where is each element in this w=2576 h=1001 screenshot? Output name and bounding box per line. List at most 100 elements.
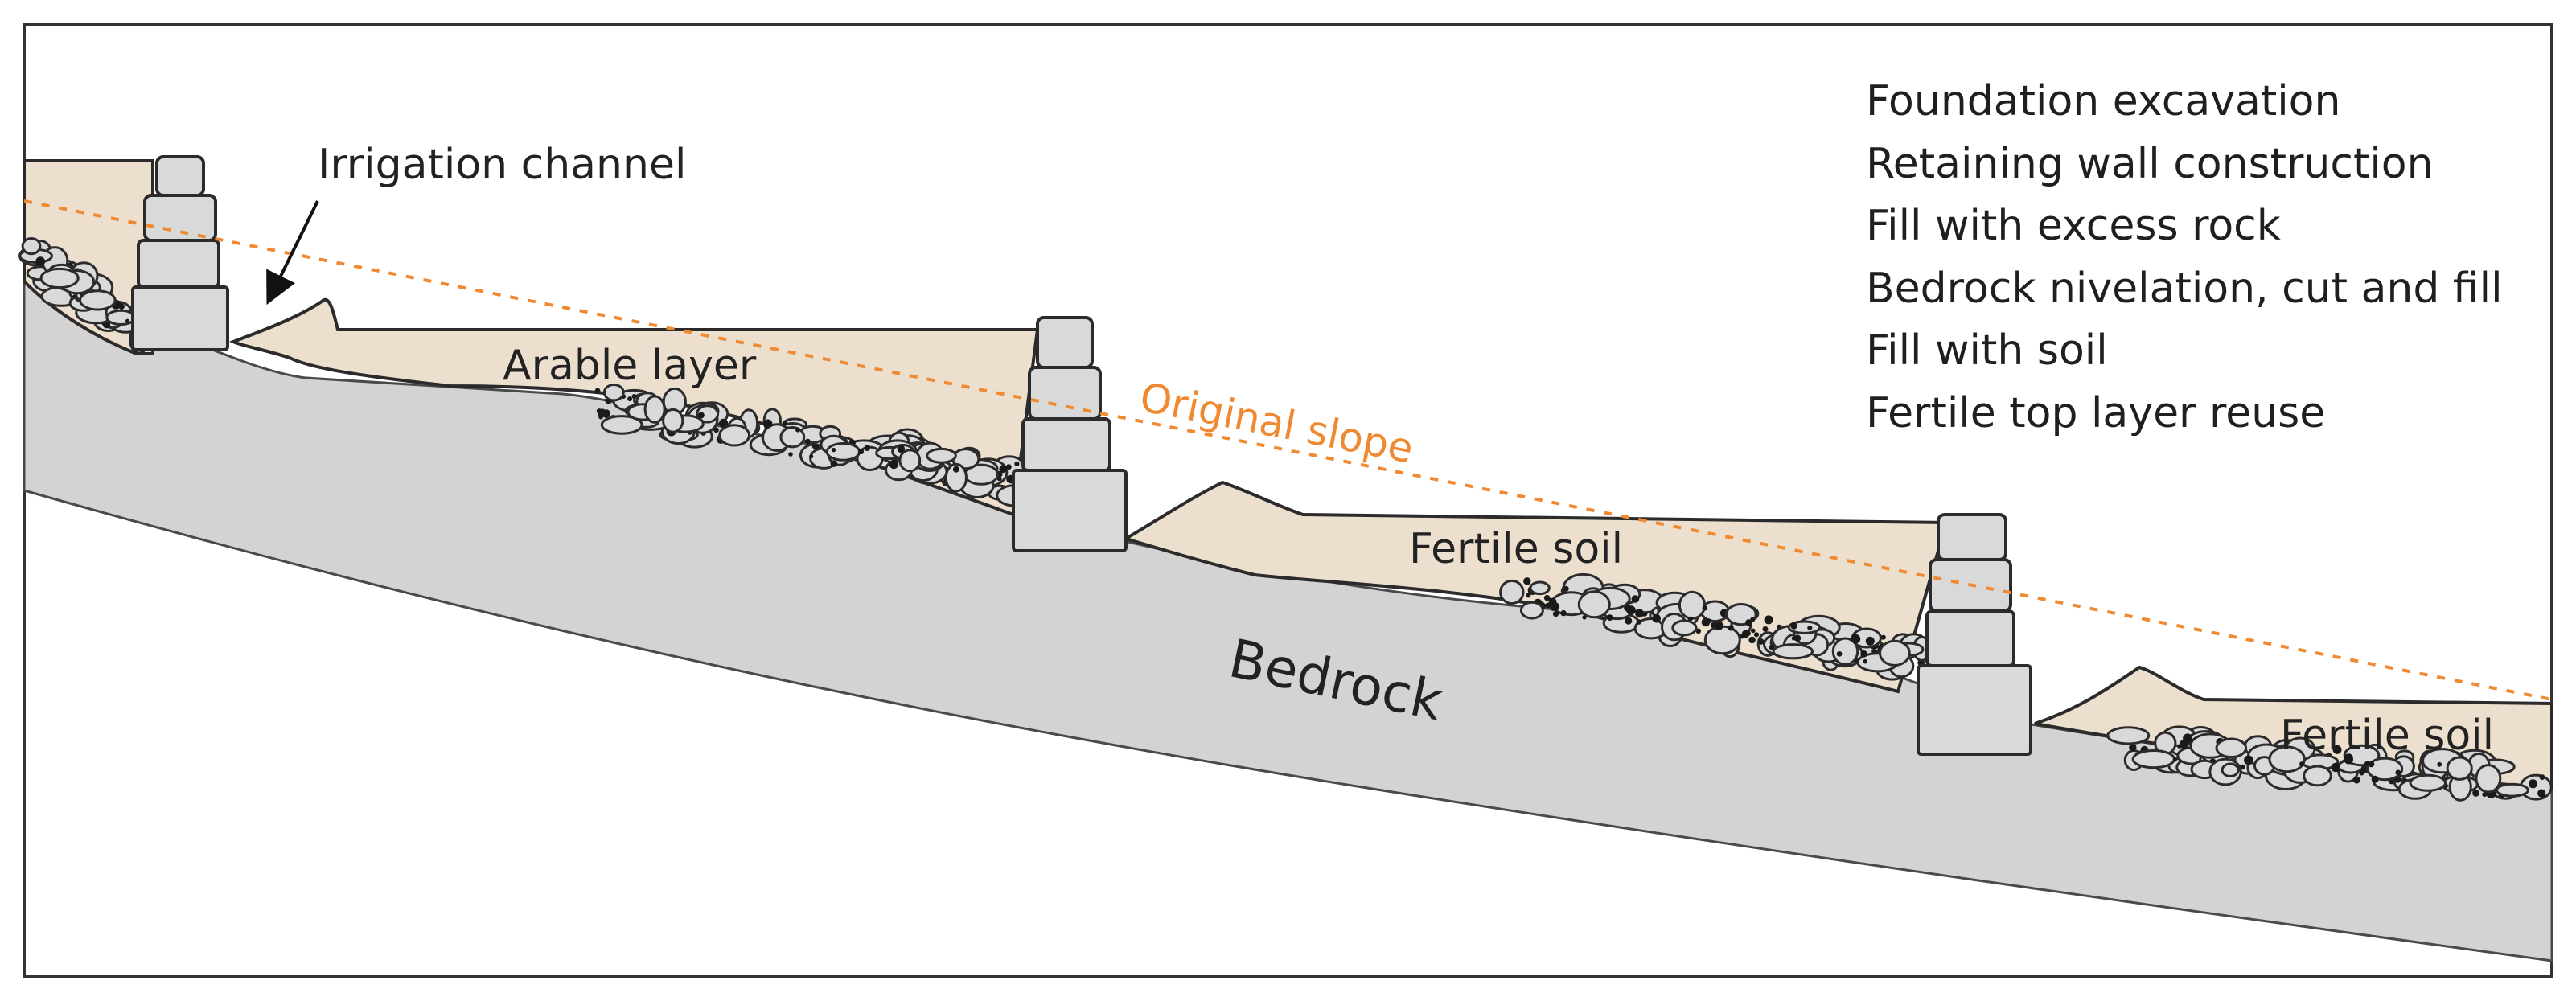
gravel-dot: [2332, 745, 2342, 754]
gravel-dot: [889, 459, 899, 470]
gravel-dot: [1807, 625, 1813, 630]
gravel-dot: [1523, 577, 1531, 585]
arable-layer-label: Arable layer: [503, 342, 757, 390]
rubble-fill-3: [1499, 572, 1932, 681]
construction-step: Fill with excess rock: [1866, 202, 2281, 250]
gravel-dot: [1706, 618, 1711, 624]
gravel-dot: [952, 466, 959, 473]
gravel-dot: [2183, 733, 2193, 744]
gravel-dot: [2344, 753, 2353, 763]
original-slope-label: Original slope: [1136, 374, 1417, 473]
rubble-fill-2: [594, 384, 1033, 507]
rubble-stone: [1678, 590, 1707, 620]
gravel-dot: [1687, 616, 1693, 622]
gravel-dot: [1751, 628, 1756, 634]
gravel-dot: [999, 465, 1008, 474]
rubble-stone: [600, 415, 643, 435]
fertile-soil-label-2: Fertile soil: [2280, 712, 2494, 760]
gravel-dot: [1702, 605, 1708, 611]
gravel-dot: [1625, 617, 1633, 625]
gravel-dot: [1836, 651, 1843, 657]
gravel-dot: [1769, 644, 1775, 650]
rubble-stone: [662, 408, 684, 433]
gravel-dot: [805, 438, 811, 445]
gravel-dot: [1880, 634, 1886, 640]
rubble-stone: [602, 384, 625, 402]
irrigation-arrow: [266, 200, 319, 306]
gravel-dot: [2352, 776, 2360, 784]
gravel-dot: [1863, 658, 1868, 664]
retaining-wall-1: [131, 155, 229, 351]
gravel-dot: [830, 460, 838, 467]
gravel-dot: [1014, 461, 1020, 467]
gravel-dot: [2368, 761, 2375, 768]
gravel-dot: [2244, 755, 2253, 765]
gravel-dot: [1548, 597, 1557, 606]
gravel-dot: [788, 452, 793, 457]
gravel-dot: [795, 427, 800, 433]
rubble-stone: [718, 424, 750, 447]
gravel-dot: [2537, 789, 2546, 798]
gravel-dot: [1635, 609, 1644, 618]
rubble-stone: [898, 449, 922, 473]
gravel-dot: [1545, 602, 1551, 609]
gravel-dot: [857, 449, 865, 455]
rubble-stone: [39, 267, 80, 289]
rubble-stone: [1772, 643, 1814, 660]
retaining-wall-3: [1917, 513, 2032, 756]
gravel-dot: [2172, 757, 2177, 762]
gravel-dot: [2482, 792, 2488, 798]
gravel-dot: [1748, 636, 1756, 644]
gravel-dot: [602, 409, 610, 418]
rubble-stone: [79, 289, 117, 311]
gravel-dot: [1631, 595, 1640, 603]
rubble-stone: [21, 237, 42, 256]
construction-step: Bedrock nivelation, cut and fill: [1866, 265, 2503, 313]
gravel-dot: [1764, 615, 1773, 625]
gravel-dot: [1865, 636, 1875, 646]
gravel-dot: [594, 388, 601, 394]
gravel-dot: [713, 427, 719, 433]
rubble-stone: [779, 426, 806, 449]
gravel-dot: [2539, 774, 2545, 780]
gravel-dot: [1560, 609, 1567, 617]
gravel-dot: [1543, 594, 1551, 601]
gravel-dot: [809, 454, 814, 459]
rubble-stone: [2446, 756, 2473, 781]
gravel-dot: [719, 418, 729, 429]
gravel-dot: [631, 394, 637, 399]
rubble-stone: [2366, 757, 2404, 782]
original-slope-line: [23, 199, 2553, 701]
rubble-stone: [1577, 590, 1611, 619]
irrigation-channel-label: Irrigation channel: [318, 141, 686, 189]
gravel-dot: [783, 421, 787, 425]
gravel-dot: [2437, 761, 2442, 767]
retaining-wall-2: [1012, 316, 1128, 552]
rubble-stone: [1519, 601, 1544, 620]
gravel-dot: [2129, 744, 2137, 752]
rubble-stone: [1499, 579, 1525, 605]
gravel-dot: [1636, 619, 1642, 625]
rubble-stone: [1529, 580, 1551, 596]
gravel-dot: [1790, 622, 1797, 630]
rubble-stone: [2221, 762, 2240, 777]
fertile-soil-label-1: Fertile soil: [1409, 525, 1623, 573]
gravel-dot: [1750, 617, 1756, 622]
gravel-dot: [1728, 625, 1734, 631]
bedrock-layer: [23, 279, 2553, 962]
gravel-dot: [897, 445, 906, 453]
gravel-dot: [2529, 779, 2537, 789]
rubble-stone: [643, 395, 666, 424]
gravel-dot: [2359, 769, 2364, 776]
gravel-dot: [2371, 775, 2379, 783]
rubble-stone: [825, 442, 861, 462]
rubble-stone: [926, 447, 957, 464]
rubble-stone: [1703, 625, 1741, 655]
gravel-dot: [763, 419, 773, 429]
gravel-dot: [1762, 626, 1769, 632]
construction-step: Foundation excavation: [1866, 77, 2340, 125]
rubble-fill-4: [2106, 725, 2553, 802]
gravel-dot: [2472, 790, 2479, 797]
